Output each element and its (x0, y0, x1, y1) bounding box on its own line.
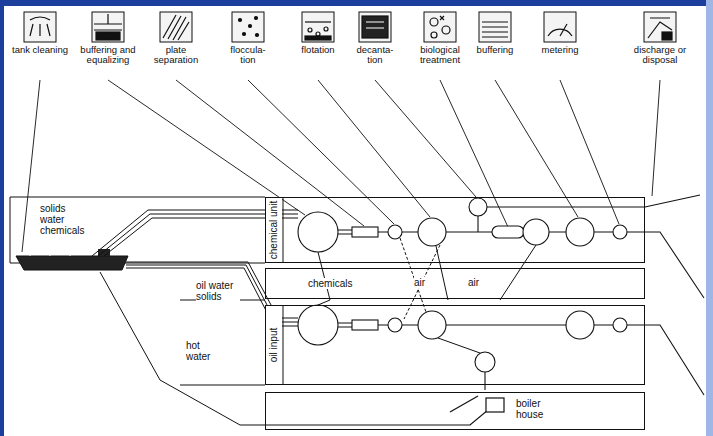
process-icon: metering (534, 45, 586, 79)
stream-label: hot water (186, 340, 222, 362)
cross-pipes (318, 238, 536, 353)
side-bar (706, 0, 713, 436)
icon-label: floccula- tion (225, 45, 271, 66)
process-band: chemical unit (265, 197, 645, 263)
side-bar (0, 0, 4, 436)
process-band: chemicals (265, 268, 645, 299)
process-icon: biological treatment (411, 45, 469, 79)
process-icon: buffering and equalizing (78, 45, 138, 79)
oil-line (298, 305, 704, 395)
process-icon: flotation (292, 45, 344, 79)
stream-label: solids water chemicals (40, 203, 90, 236)
leader-lines (22, 80, 660, 252)
icon-label: biological treatment (411, 45, 469, 66)
band-label: chemical unit (266, 198, 282, 262)
tanker-ship (16, 249, 128, 270)
icon-label: tank cleaning (12, 45, 68, 55)
icon-label: buffering and equalizing (78, 45, 138, 66)
icon-label: metering (534, 45, 586, 55)
process-icon: floccula- tion (225, 45, 271, 79)
process-band: boiler house (265, 392, 645, 430)
icon-label: flotation (292, 45, 344, 55)
band-label: boiler house (514, 398, 568, 420)
process-icon: tank cleaning (12, 45, 68, 79)
band-label: chemicals (306, 278, 354, 289)
process-band: oil input (265, 305, 645, 385)
band-label: oil input (266, 306, 282, 384)
icon-label: discharge or disposal (632, 45, 688, 66)
left-frames (10, 197, 283, 385)
process-icon: buffering (469, 45, 521, 79)
icon-label: buffering (469, 45, 521, 55)
process-icon: decanta- tion (353, 45, 397, 79)
stream-label: oil water solids (196, 280, 240, 302)
icon-label: decanta- tion (353, 45, 397, 66)
icon-label: plate separation (150, 45, 202, 66)
chemical-line (298, 195, 704, 298)
boiler-symbol (450, 396, 504, 425)
icon-symbols (30, 14, 672, 40)
process-icon: plate separation (150, 45, 202, 79)
feed-label: air (414, 277, 425, 288)
icon-row (24, 12, 676, 42)
process-icon: discharge or disposal (632, 45, 688, 79)
feed-label: air (468, 277, 479, 288)
header-bar (0, 0, 713, 6)
